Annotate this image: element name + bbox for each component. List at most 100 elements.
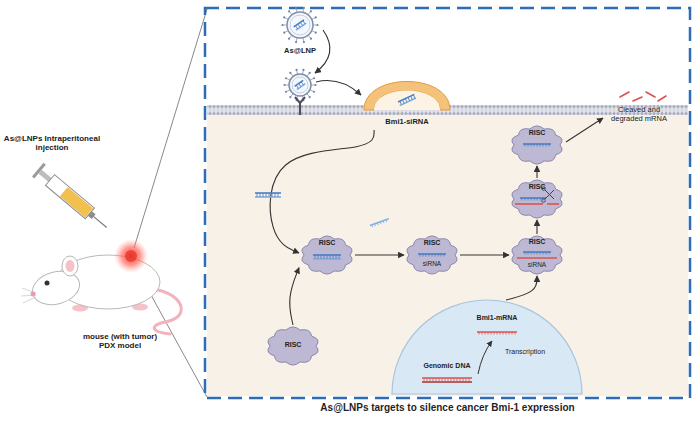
strand — [422, 381, 472, 383]
receptor — [295, 97, 305, 115]
strand — [422, 377, 472, 379]
nucleus-envelope — [392, 300, 582, 394]
strand — [296, 23, 306, 30]
base-pair — [336, 255, 337, 259]
node-label: siRNA — [509, 261, 565, 268]
node-label: RISC — [509, 129, 565, 137]
lipid-shell — [292, 77, 308, 93]
base-pair — [482, 332, 483, 335]
vesicle-lumen — [374, 91, 440, 111]
base-pair — [512, 332, 513, 335]
base-pair — [543, 252, 544, 255]
node-label: As@LNP — [265, 47, 335, 56]
base-pair — [537, 252, 538, 255]
base-pair — [549, 144, 550, 147]
base-pair — [383, 221, 385, 223]
zoom-line — [134, 9, 207, 248]
base-pair — [275, 193, 276, 197]
mouse-tail — [154, 290, 181, 334]
flow-arrow — [536, 220, 537, 234]
base-pair — [546, 144, 547, 147]
base-pair — [426, 254, 427, 257]
ligand-tip — [310, 38, 312, 40]
flow-arrow — [566, 118, 603, 142]
ligand-tip — [285, 77, 287, 79]
base-pair — [318, 255, 319, 259]
base-pair — [509, 332, 510, 335]
mouse-ear — [66, 260, 75, 272]
node-label: RISC — [265, 341, 321, 349]
base-pair — [424, 378, 425, 382]
strand — [370, 219, 389, 226]
base-pair — [515, 332, 516, 335]
strand — [255, 196, 281, 198]
rna-strand — [418, 254, 446, 257]
mouse-whisker — [21, 288, 36, 303]
base-pair — [463, 378, 464, 382]
ligand-tip — [283, 84, 285, 86]
ligand-tip — [289, 96, 291, 98]
base-pair — [385, 220, 387, 222]
base-pair — [374, 224, 376, 226]
transcription-arrow — [478, 341, 492, 374]
base-pair — [339, 255, 340, 259]
endocytic-vesicle: Bmi1-siRNA — [360, 72, 454, 130]
risc-complex: RISC siRNA — [509, 234, 565, 276]
base-pair — [531, 144, 532, 147]
rna-strand — [370, 219, 390, 228]
base-pair — [330, 255, 331, 259]
vesicle-membrane — [364, 82, 450, 111]
base-pair — [445, 378, 446, 382]
base-pair — [444, 254, 445, 257]
node-label: RISC — [299, 239, 355, 247]
base-pair — [488, 332, 489, 335]
figure-caption: As@LNPs targets to silence cancer Bmi-1 … — [205, 402, 690, 414]
nanoparticle: As@LNP — [279, 4, 321, 62]
mrna-fragment — [633, 97, 642, 101]
risc-complex: RISC — [265, 325, 321, 367]
risc-complex: RISC — [299, 234, 355, 276]
base-pair — [525, 198, 526, 201]
base-pair — [457, 378, 458, 382]
flow-arrow — [536, 166, 537, 178]
strand — [400, 98, 416, 106]
base-pair — [269, 193, 270, 197]
base-pair — [448, 378, 449, 382]
base-pair — [324, 255, 325, 259]
flow-arrow — [316, 81, 361, 95]
flow-arrow — [315, 30, 330, 73]
node-label: Bmi1-mRNA — [467, 314, 527, 322]
base-pair — [327, 255, 328, 259]
base-pair — [429, 254, 430, 257]
mrna-fragment — [658, 96, 666, 101]
risc-complex: RISC — [509, 124, 565, 166]
base-pair — [528, 252, 529, 255]
ligand-tip — [315, 31, 317, 33]
base-pair — [537, 198, 538, 201]
base-pair — [497, 332, 498, 335]
tumor — [114, 239, 148, 273]
rna-duplex — [398, 94, 416, 105]
base-pair — [534, 252, 535, 255]
nucleus: Bmi1-mRNAGenomic DNATranscription — [392, 300, 582, 394]
base-pair — [469, 378, 470, 382]
strand — [255, 192, 281, 194]
ligand-tip — [315, 16, 317, 18]
ligand-tip — [309, 72, 311, 74]
base-pair — [528, 144, 529, 147]
node-label: Bmi1-siRNA — [360, 118, 454, 127]
base-pair — [263, 193, 264, 197]
flow-arrow — [290, 268, 299, 325]
mrna-fragment — [620, 92, 666, 101]
base-pair — [405, 99, 407, 103]
mouse-ear — [62, 256, 78, 276]
base-pair — [549, 252, 550, 255]
injection-label: As@LNPs Intraperitoneal injection — [2, 134, 102, 152]
lipid-shell — [287, 12, 313, 38]
node-label: RISC — [509, 238, 565, 246]
base-pair — [411, 96, 413, 100]
flow-arrow — [460, 254, 509, 255]
